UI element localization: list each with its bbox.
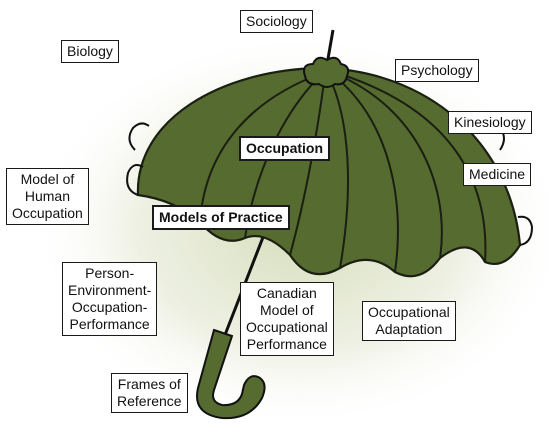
label-occupational-adaptation: Occupational Adaptation xyxy=(362,301,456,341)
label-sociology: Sociology xyxy=(240,10,313,33)
label-frames-of-reference: Frames of Reference xyxy=(111,373,188,413)
umbrella-handle xyxy=(196,328,266,420)
canopy-ribs xyxy=(199,73,487,273)
label-models-of-practice: Models of Practice xyxy=(152,205,290,230)
label-person-environment-occupation-performance: Person- Environment- Occupation- Perform… xyxy=(62,262,158,336)
label-model-of-human-occupation: Model of Human Occupation xyxy=(6,168,89,225)
label-biology: Biology xyxy=(61,40,119,63)
label-kinesiology: Kinesiology xyxy=(448,111,532,134)
label-canadian-model-of-occupational-performance: Canadian Model of Occupational Performan… xyxy=(240,282,334,356)
label-occupation: Occupation xyxy=(239,136,331,161)
label-medicine: Medicine xyxy=(463,163,532,186)
canopy-rosette xyxy=(303,56,350,88)
label-psychology: Psychology xyxy=(395,59,479,82)
